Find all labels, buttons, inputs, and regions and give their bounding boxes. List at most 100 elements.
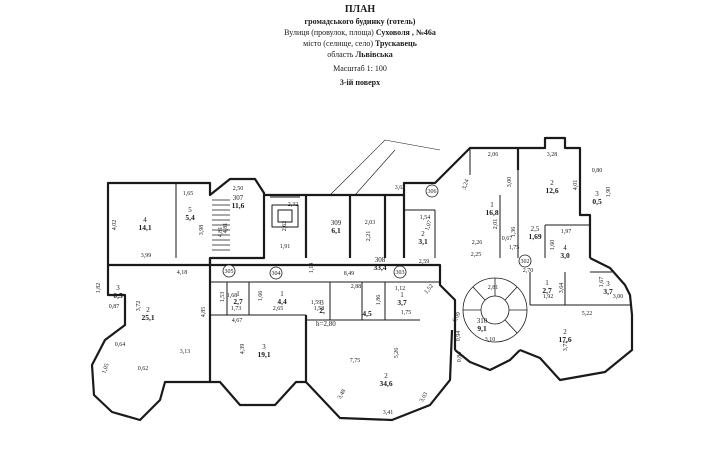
plan-title: ПЛАН	[344, 4, 376, 15]
dimension-label: 4,81	[218, 227, 224, 238]
room-number: 4	[563, 244, 567, 252]
plan-inner-walls	[125, 148, 632, 321]
room-area: 2,	[319, 306, 325, 315]
room-number: 3	[262, 343, 266, 351]
region-row: область Львівська	[230, 49, 490, 60]
dimension-label: 4,39	[240, 344, 246, 355]
stair-east-spiral	[462, 277, 528, 343]
dimension-label: 1,75	[509, 245, 520, 251]
dimension-label: 5,26	[394, 348, 400, 359]
room-number: 1	[236, 290, 240, 298]
dimension-label: 3,00	[613, 294, 624, 300]
dimension-label: 2,81	[488, 285, 499, 291]
room-number: 1	[490, 201, 494, 209]
room-number: 2	[421, 230, 425, 238]
dimension-label: 2,65	[273, 306, 284, 312]
dimension-label: 1,59	[311, 300, 322, 306]
room-area: 11,6	[232, 201, 245, 210]
dimension-label: 3,71	[563, 341, 569, 352]
dimension-label: 4,18	[177, 270, 188, 276]
room-number: 1	[545, 279, 549, 287]
plan-subtitle: громадського будинку (готель)	[304, 17, 416, 26]
room-number: 3	[606, 280, 610, 288]
mark-circle	[518, 254, 532, 268]
room-labels: 414,155,430711,63096,130833,423,1116,821…	[113, 179, 613, 388]
mark-circle	[222, 264, 236, 278]
dimension-label: 1,82	[96, 283, 102, 294]
mark-label: 303	[396, 270, 405, 276]
room-area: 3,7	[397, 298, 407, 307]
room-area: 3,1	[418, 237, 428, 246]
stair-west	[212, 199, 230, 251]
room-area: 17,6	[558, 335, 571, 344]
dimension-label: 0,80	[592, 168, 603, 174]
city-value: Трускавець	[375, 39, 417, 48]
city-label: місто (селище, село)	[303, 39, 374, 48]
room-area: 2,7	[233, 297, 243, 306]
room-area: 4,4	[277, 297, 287, 306]
street-label: Вулиця (провулок, площа)	[284, 28, 374, 37]
room-area: 19,1	[257, 350, 270, 359]
room-number: 1	[280, 290, 284, 298]
dimension-label: 2,70	[523, 268, 534, 274]
room-number: 5	[188, 206, 192, 214]
room-number: 3	[595, 190, 599, 198]
dimension-label: 1,36	[511, 227, 517, 238]
dimension-label: 2,21	[366, 231, 372, 242]
dimension-label: 2,59	[419, 259, 430, 265]
dimension-label: 3,48	[337, 388, 347, 400]
dimension-label: 0,09	[452, 311, 462, 323]
room-number: 4	[143, 216, 147, 224]
dimension-label: 1,68	[227, 293, 238, 299]
room-area: 34,6	[379, 379, 392, 388]
dimension-label: 4,67	[232, 318, 243, 324]
dimension-label: 3,62	[395, 185, 406, 191]
room-number: 309	[331, 219, 342, 227]
room-area: 12,6	[545, 186, 558, 195]
room-number: 2	[146, 306, 150, 314]
dimension-label: 1,90	[606, 187, 612, 198]
room-area: 0,5	[113, 291, 123, 300]
dimension-label: 2,26	[472, 240, 483, 246]
dimension-label: 0,84	[457, 352, 463, 363]
dimension-label: 3,41	[383, 410, 394, 416]
dimension-label: 1,12	[395, 286, 406, 292]
room-area: 4,5	[362, 309, 372, 318]
mark-circle	[425, 184, 439, 198]
room-area: 2,7	[542, 286, 552, 295]
room-area: 1,69	[528, 232, 541, 241]
dimension-label: 1,05	[101, 363, 110, 375]
dimension-label: 0,87	[109, 304, 120, 310]
dimension-label: 3,10	[485, 337, 496, 343]
room-number: 310	[477, 317, 488, 325]
street-row: Вулиця (провулок, площа) Суховоля , №46а	[230, 27, 490, 38]
mark-label: 302	[521, 259, 530, 265]
ceiling-height: h=2,80	[316, 320, 336, 328]
dimension-label: 4,81	[223, 223, 229, 234]
dimension-label: 2,01	[493, 219, 499, 230]
room-area: 9,1	[477, 324, 487, 333]
dimension-label: 1,52	[424, 283, 435, 295]
region-value: Львівська	[355, 50, 393, 59]
floor-label: 3-ій поверх	[339, 78, 381, 87]
mark-circle	[393, 265, 407, 279]
dimension-label: 1,60	[550, 240, 556, 251]
dimension-label: 0,67	[502, 236, 513, 242]
dimension-label: 3,03	[419, 391, 429, 403]
room-area: 3,7	[603, 287, 613, 296]
dimension-label: 1,73	[231, 306, 242, 312]
room-number: 2,5	[531, 225, 540, 233]
plan-walls	[90, 136, 634, 422]
room-number: 308	[375, 256, 386, 264]
plan-scale: Масштаб 1: 100	[333, 64, 387, 73]
dimension-label: 1,91	[280, 244, 291, 250]
room-area: 6,1	[331, 226, 341, 235]
dimension-label: 3,13	[180, 349, 191, 355]
dimension-label: 1,14	[309, 263, 315, 274]
room-number: 2	[563, 328, 567, 336]
street-value: Суховоля , №46а	[375, 28, 436, 37]
plan-hatching	[329, 139, 441, 196]
dimension-label: 1,58	[314, 306, 325, 312]
